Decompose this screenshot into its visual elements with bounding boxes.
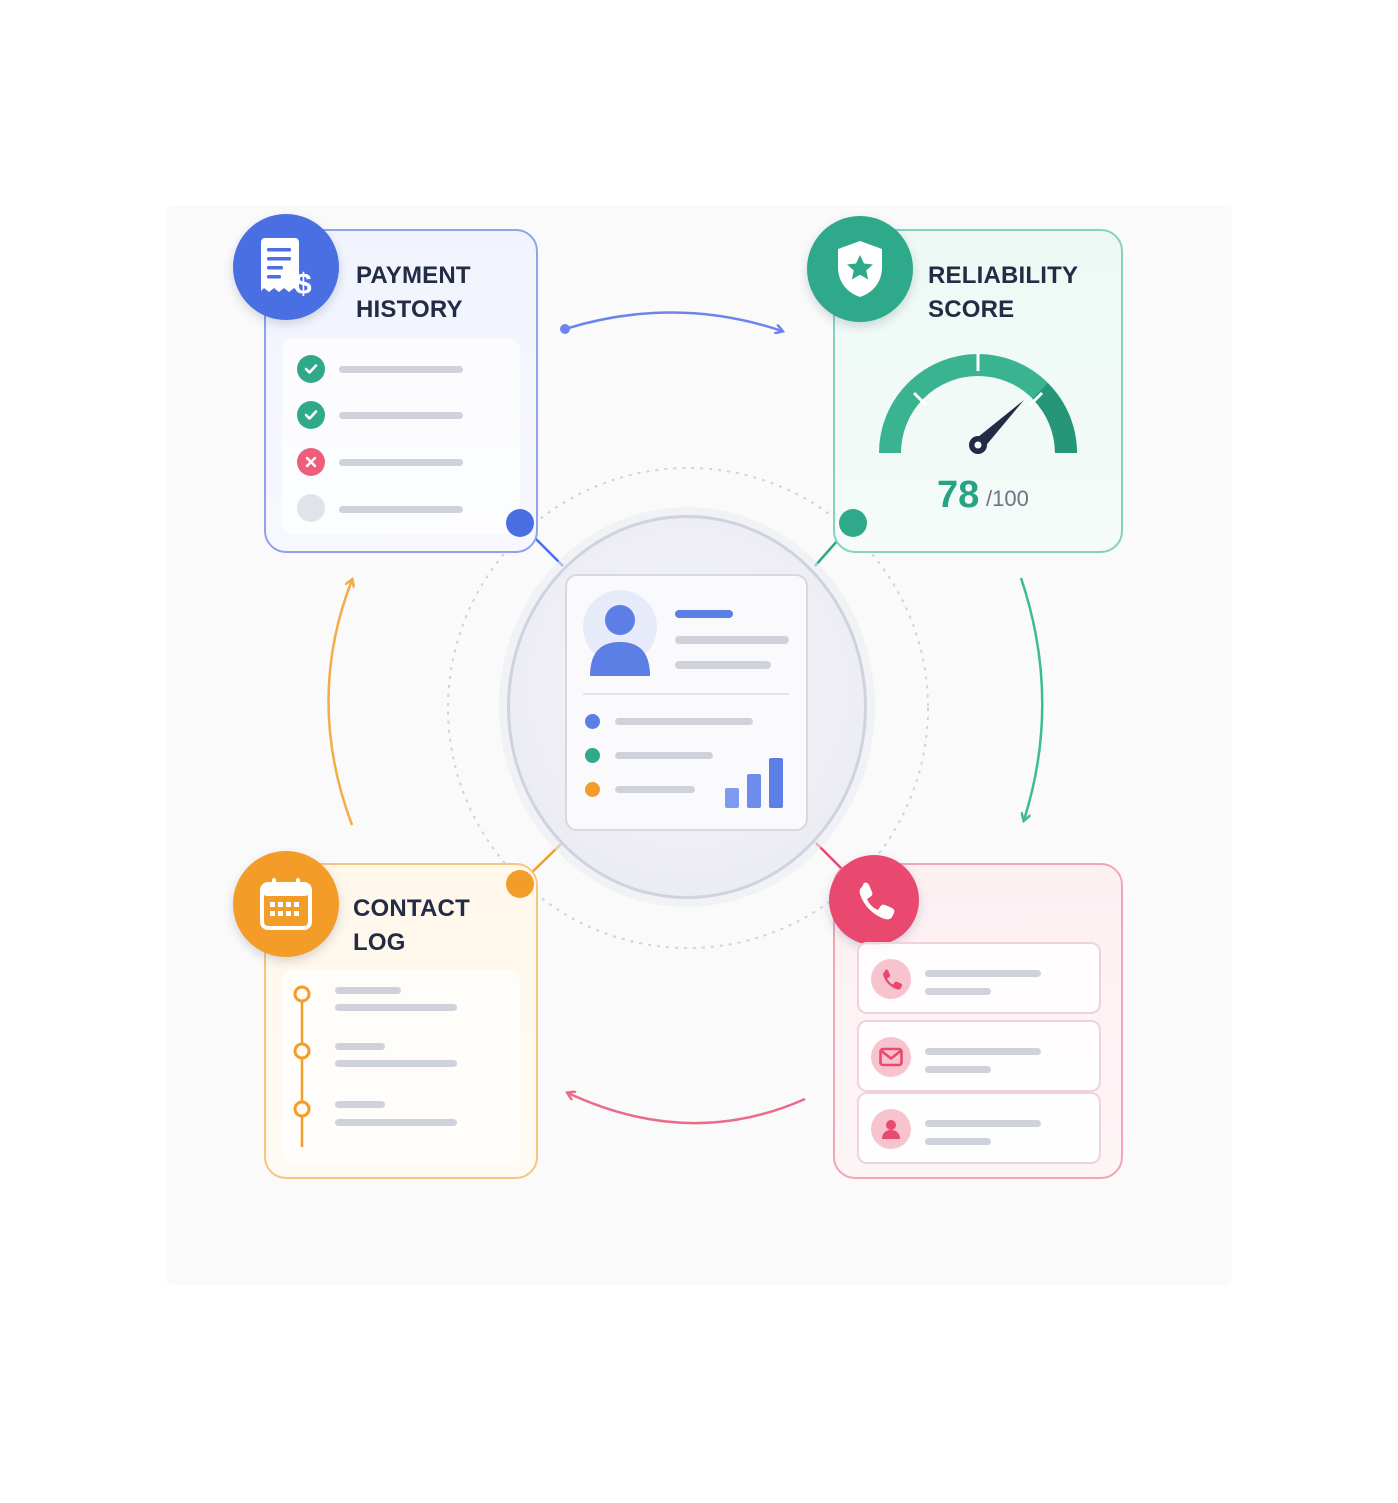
channel-bar [925, 1066, 991, 1073]
contact-log-title: CONTACT LOG [353, 895, 470, 956]
paid-check-icon [297, 355, 325, 383]
contact-entry-bar [335, 1101, 385, 1108]
phone-icon [829, 855, 919, 945]
reliability-score-max: /100 [986, 486, 1029, 511]
bar-chart-icon [725, 758, 783, 808]
channel-bar [925, 1120, 1041, 1127]
profile-stat-bar [615, 752, 713, 759]
reliability-score-title: RELIABILITY SCORE [928, 262, 1079, 323]
contact-entry-bar [335, 1060, 457, 1067]
avatar [583, 590, 657, 676]
orange-dot-icon [585, 782, 600, 797]
contact-entry-bar [335, 1043, 385, 1050]
contact-entry-bar [335, 987, 401, 994]
profile-stat-bar [615, 718, 753, 725]
payment-row-bar [339, 412, 463, 419]
payment-row-bar [339, 366, 463, 373]
customer-profile-card[interactable] [565, 574, 808, 831]
channel-row-phone[interactable] [857, 942, 1101, 1014]
shield-star-icon [807, 216, 913, 322]
reliability-score-value: 78 [937, 474, 980, 516]
channel-bar [925, 1138, 991, 1145]
channel-row-person[interactable] [857, 1092, 1101, 1164]
person-icon [871, 1109, 911, 1149]
reliability-connector-node [839, 509, 867, 537]
email-icon [871, 1037, 911, 1077]
payment-history-title: PAYMENT HISTORY [356, 262, 471, 323]
channel-bar [925, 988, 991, 995]
person-icon [590, 605, 650, 676]
payment-row-bar [339, 459, 463, 466]
channel-row-email[interactable] [857, 1020, 1101, 1092]
calendar-icon [233, 851, 339, 957]
profile-detail-bar [675, 636, 789, 644]
arrow-channels-to-contactlog [568, 1093, 806, 1125]
green-dot-icon [585, 748, 600, 763]
missed-x-icon [297, 448, 325, 476]
contact-timeline [293, 985, 311, 1147]
paid-check-icon [297, 401, 325, 429]
blue-dot-icon [585, 714, 600, 729]
receipt-dollar-icon: $ [233, 214, 339, 320]
reliability-gauge [879, 353, 1077, 454]
contact-log-panel [282, 970, 520, 1164]
profile-stat-bar [615, 786, 695, 793]
profile-divider [583, 693, 789, 695]
arrow-payment-to-reliability [564, 311, 782, 331]
channel-bar [925, 1048, 1041, 1055]
payment-connector-node [506, 509, 534, 537]
pending-dot-icon [297, 494, 325, 522]
arrow-contactlog-to-payment [327, 580, 353, 826]
payment-row-bar [339, 506, 463, 513]
arrow-reliability-to-channels [1019, 577, 1044, 820]
dashed-orbit-ring [447, 467, 929, 949]
contact-entry-bar [335, 1119, 457, 1126]
profile-name-bar [675, 610, 733, 618]
contact-log-connector-node [506, 870, 534, 898]
channel-bar [925, 970, 1041, 977]
profile-detail-bar [675, 661, 771, 669]
phone-icon [871, 959, 911, 999]
contact-entry-bar [335, 1004, 457, 1011]
svg-text:$: $ [295, 268, 312, 300]
